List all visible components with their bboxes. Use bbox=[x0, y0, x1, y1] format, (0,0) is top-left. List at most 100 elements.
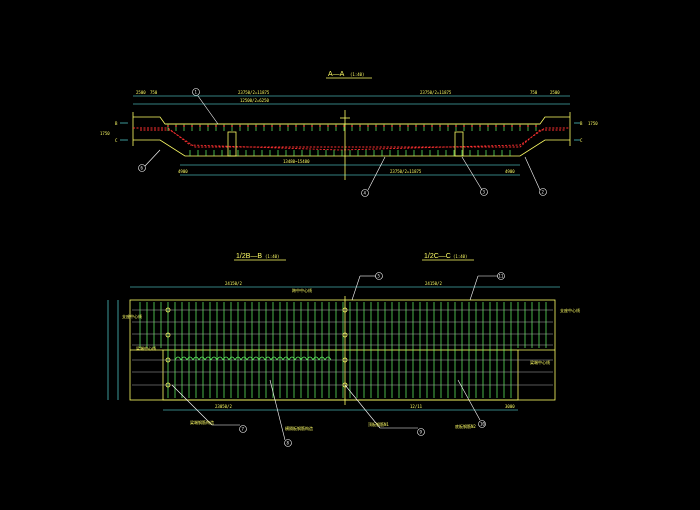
plan-bottom-slab bbox=[162, 349, 519, 401]
svg-text:梁端钢筋构造: 梁端钢筋构造 bbox=[190, 419, 214, 425]
anchor-marker bbox=[165, 332, 171, 338]
note-right-mid: 梁端中心线 bbox=[530, 359, 550, 365]
note-left-top: 支座中心线 bbox=[122, 313, 142, 319]
plan-rebar-hook bbox=[264, 356, 272, 361]
rebar-dot bbox=[231, 125, 233, 127]
rebar-dot bbox=[431, 125, 433, 127]
svg-text:顶板钢筋N1: 顶板钢筋N1 bbox=[368, 421, 389, 427]
rebar-dot bbox=[407, 125, 409, 127]
beam-top-outline bbox=[133, 116, 570, 125]
dim-bottom-mid: 13480~15480 bbox=[283, 159, 310, 164]
section-aa-scale: (1:40) bbox=[350, 72, 364, 77]
rebar-dot bbox=[319, 125, 321, 127]
plan-rebar-hook bbox=[240, 356, 248, 361]
rebar-dot bbox=[287, 125, 289, 127]
rebar-dot bbox=[383, 125, 385, 127]
anchor-marker bbox=[342, 382, 348, 388]
anchor-marker bbox=[342, 357, 348, 363]
rebar-dot bbox=[423, 125, 425, 127]
rebar-dot bbox=[327, 125, 329, 127]
stirrups-bottom bbox=[189, 150, 511, 156]
rebar-dot bbox=[215, 125, 217, 127]
svg-text:2: 2 bbox=[542, 190, 545, 195]
plan-rebar-hook bbox=[252, 356, 260, 361]
plan-rebar-hook bbox=[276, 356, 284, 361]
plan-rebar-hook bbox=[300, 356, 308, 361]
beam-bottom-outline bbox=[133, 139, 570, 157]
plan-rebar-hook bbox=[228, 356, 236, 361]
tendon-profile-2 bbox=[140, 129, 565, 148]
anchor-marker bbox=[165, 357, 171, 363]
plan-dim-left: 24150/2 bbox=[225, 281, 242, 286]
side-right-dim: 1750 bbox=[588, 121, 598, 126]
section-aa: A—A (1:40) 2500 750 23750/2=11875 23750/… bbox=[100, 71, 598, 197]
section-aa-title: A—A bbox=[328, 71, 345, 78]
rebar-dot bbox=[535, 125, 537, 127]
dim-bot-right: 4900 bbox=[505, 169, 515, 174]
dim-top-left-b: 750 bbox=[150, 90, 158, 95]
rebar-dot bbox=[239, 125, 241, 127]
rebar-dot bbox=[175, 125, 177, 127]
rebar-dot bbox=[303, 125, 305, 127]
svg-text:11: 11 bbox=[499, 274, 504, 279]
rebar-dot bbox=[247, 125, 249, 127]
callout-top-2: 2 bbox=[524, 156, 547, 196]
plan-rebar-hook bbox=[318, 356, 326, 361]
section-cc-title: 1/2C—C bbox=[424, 253, 451, 260]
label-b-right: B bbox=[580, 121, 583, 126]
rebar-dot bbox=[527, 125, 529, 127]
rebar-dot bbox=[351, 125, 353, 127]
svg-text:10: 10 bbox=[480, 422, 485, 427]
rebar-dot bbox=[367, 125, 369, 127]
rebar-dot bbox=[311, 125, 313, 127]
rebar-dot bbox=[183, 125, 185, 127]
dim-top-right-b: 2500 bbox=[550, 90, 560, 95]
callout-top-4: 4 bbox=[361, 156, 386, 197]
svg-text:9: 9 bbox=[420, 430, 423, 435]
anchor-marker bbox=[342, 332, 348, 338]
dim-bot-left: 4900 bbox=[178, 169, 188, 174]
plan-rebar-hook bbox=[222, 356, 230, 361]
note-left-mid: 梁端中心线 bbox=[136, 345, 156, 351]
plan-rebar-hook bbox=[258, 356, 266, 361]
section-bb-scale: (1:40) bbox=[265, 254, 279, 259]
plan-rebar-hook bbox=[210, 356, 218, 361]
callout-plan-7: 7 梁端钢筋构造 bbox=[171, 384, 247, 433]
callout-plan-8: 8 横隔板钢筋构造 bbox=[269, 379, 313, 447]
plan-rebar-grid bbox=[132, 302, 553, 398]
anchor-marker bbox=[342, 307, 348, 313]
rebar-dot bbox=[463, 125, 465, 127]
side-left-dim: 1750 bbox=[100, 131, 110, 136]
svg-text:7: 7 bbox=[242, 427, 245, 432]
callout-top-1: 1 bbox=[192, 88, 219, 125]
rebar-dot bbox=[335, 125, 337, 127]
rebar-dot bbox=[391, 125, 393, 127]
dim-top-mid-left: 23750/2=11875 bbox=[238, 90, 270, 95]
rebar-dot bbox=[271, 125, 273, 127]
callout-plan-5: 5 bbox=[351, 272, 383, 301]
note-top-mid: 跨中中心线 bbox=[292, 287, 312, 293]
plan-rebar-hook bbox=[306, 356, 314, 361]
stirrups-top bbox=[167, 124, 537, 131]
label-b-left: B bbox=[115, 121, 118, 126]
label-c-left: C bbox=[115, 138, 118, 143]
plan-rebar-hook bbox=[180, 356, 188, 361]
svg-text:1: 1 bbox=[195, 90, 198, 95]
rebar-dot bbox=[415, 125, 417, 127]
plan-rebar-hook bbox=[294, 356, 302, 361]
anchor-marker bbox=[165, 307, 171, 313]
svg-text:5: 5 bbox=[378, 274, 381, 279]
rebar-dot bbox=[447, 125, 449, 127]
plan-rebar-hook bbox=[246, 356, 254, 361]
rebar-dot bbox=[471, 125, 473, 127]
diaphragm-left bbox=[227, 131, 237, 157]
plan-dim-right: 24150/2 bbox=[425, 281, 442, 286]
rebar-dot bbox=[511, 125, 513, 127]
dim-top-mid-right: 23750/2=11875 bbox=[420, 90, 452, 95]
rebar-dot bbox=[263, 125, 265, 127]
rebar-dot bbox=[255, 125, 257, 127]
dim-top-right-a: 750 bbox=[530, 90, 538, 95]
dim-top-left-a: 2500 bbox=[136, 90, 146, 95]
rebar-dot bbox=[191, 125, 193, 127]
